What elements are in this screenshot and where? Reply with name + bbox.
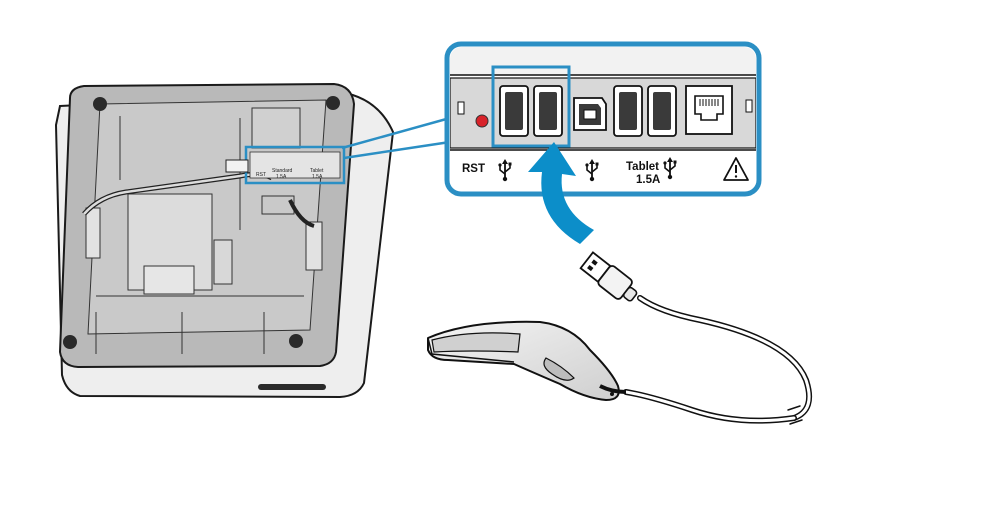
rubber-foot [326,96,340,110]
usb-b-port[interactable] [573,97,607,131]
insert-arrow-icon [528,142,594,244]
mini-label-current-a: 1.5A [276,174,287,180]
mini-label-current-b: 1.5A [312,174,323,180]
device-internal-details [85,107,323,354]
mini-port-labels: RST Standard 1.5A Tablet 1.5A [256,168,324,180]
warning-icon [723,157,749,181]
panel-right-tab [745,99,753,113]
mini-plugged-connector [225,159,249,173]
reset-button[interactable] [475,114,489,128]
rst-label: RST [462,163,485,175]
panel-left-tab [457,101,465,115]
tablet-current-label: 1.5A [636,174,660,186]
usb-port-tablet[interactable] [647,85,677,137]
device-front-slot [258,384,326,390]
panel-label-strip [450,151,756,191]
mini-label-tablet: Tablet [310,168,324,174]
panel-top-housing [450,47,756,75]
rubber-foot [93,97,107,111]
standard-port-highlight [491,65,571,148]
scanner-window [431,332,521,353]
mini-port-strip [249,151,341,179]
tablet-label: Tablet [626,161,659,173]
rubber-foot [63,335,77,349]
scanner-body [427,320,620,401]
scanner-grip [543,357,575,381]
rj-port[interactable] [685,85,733,135]
zoomed-port-panel: RST d Tablet 1.5A [444,41,762,197]
usb-plug [579,251,638,302]
usb-port-standard-2[interactable] [533,85,563,137]
mini-label-rst: RST [256,172,266,178]
rubber-foot [289,334,303,348]
usb-port-3[interactable] [613,85,643,137]
device-bottom-view: RST Standard 1.5A Tablet 1.5A [54,82,395,399]
scanner-cable [623,295,812,425]
mini-label-standard: Standard [272,168,293,174]
barcode-scanner [427,320,627,401]
zoom-callout-lines [341,116,451,160]
usb-port-standard-1[interactable] [499,85,529,137]
